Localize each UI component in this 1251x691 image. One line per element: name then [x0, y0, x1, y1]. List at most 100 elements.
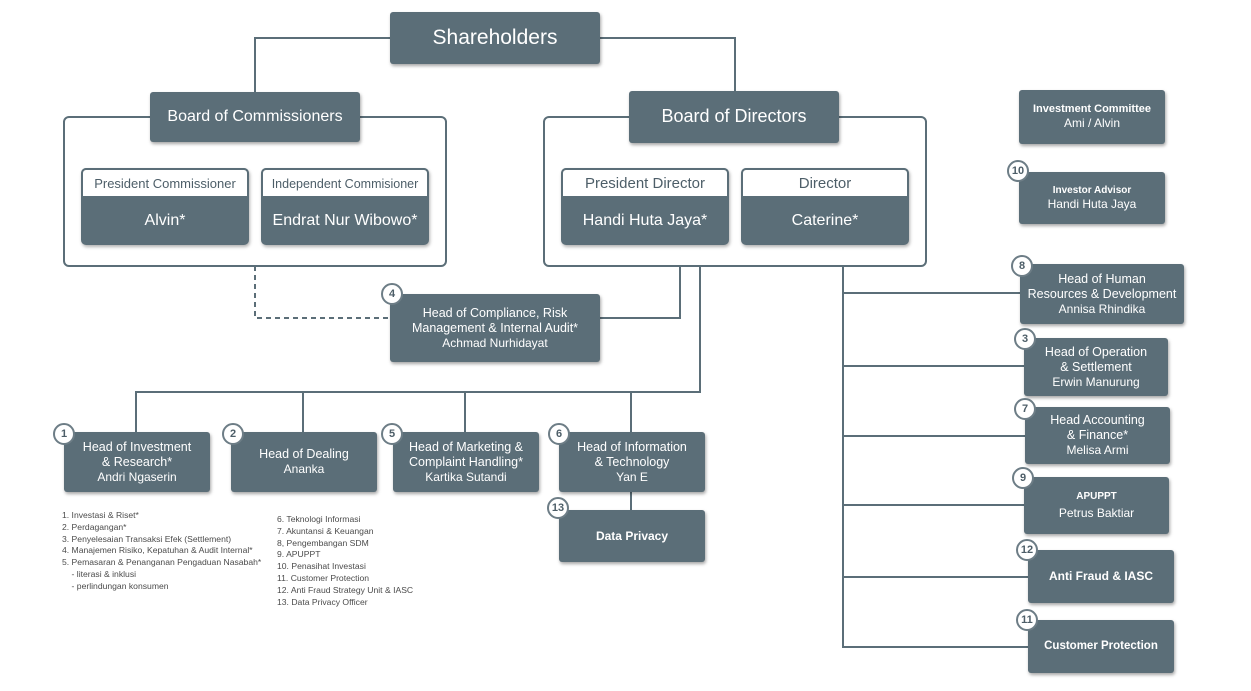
badge-9: 9 — [1012, 467, 1034, 489]
line-shareholders-commissioners — [254, 37, 390, 92]
legend-item: 8, Pengembangan SDM — [277, 537, 369, 548]
human-resources-box: Head of Human Resources & Development An… — [1020, 264, 1184, 324]
dealing-box: Head of Dealing Ananka — [231, 432, 377, 492]
legend-item: 2. Perdagangan* — [62, 521, 127, 532]
compliance-title-line1: Head of Compliance, Risk — [422, 305, 568, 320]
dealing-line1: Head of Dealing — [259, 447, 349, 462]
customer-protection-title: Customer Protection — [1044, 639, 1158, 652]
board-of-commissioners-label: Board of Commissioners — [167, 108, 343, 126]
legend-right: 6. Teknologi Informasi 7. Akuntansi & Ke… — [277, 514, 413, 608]
investment-research-line2: & Research* — [101, 454, 173, 469]
legend-item: 7. Akuntansi & Keuangan — [277, 525, 374, 536]
director-card: Director Caterine* — [741, 168, 909, 245]
investor-advisor-title: Investor Advisor — [1052, 184, 1132, 196]
operation-settlement-name: Erwin Manurung — [1052, 374, 1140, 389]
president-commissioner-card: President Commissioner Alvin* — [81, 168, 249, 245]
legend-item: 13. Data Privacy Officer — [277, 596, 368, 607]
badge-3: 3 — [1014, 328, 1036, 350]
independent-commissioner-role: Independent Commisioner — [261, 168, 429, 196]
marketing-name: Kartika Sutandi — [425, 469, 507, 484]
legend-item: 12. Anti Fraud Strategy Unit & IASC — [277, 584, 414, 595]
investment-committee-box: Investment Committee Ami / Alvin — [1019, 90, 1165, 144]
president-commissioner-role: President Commissioner — [81, 168, 249, 196]
president-director-role: President Director — [561, 168, 729, 196]
human-resources-line2: Resources & Development — [1027, 286, 1177, 301]
compliance-name: Achmad Nurhidayat — [442, 335, 548, 350]
badge-8: 8 — [1011, 255, 1033, 277]
apuppt-title: APUPPT — [1076, 490, 1117, 502]
president-commissioner-name: Alvin* — [144, 211, 186, 229]
investor-advisor-box: Investor Advisor Handi Huta Jaya — [1019, 172, 1165, 224]
anti-fraud-box: Anti Fraud & IASC — [1028, 550, 1174, 603]
operation-settlement-line1: Head of Operation — [1044, 344, 1148, 359]
legend-item: 6. Teknologi Informasi — [277, 514, 361, 524]
legend-item: 3. Penyelesaian Transaksi Efek (Settleme… — [62, 533, 232, 544]
independent-commissioner-card: Independent Commisioner Endrat Nur Wibow… — [261, 168, 429, 245]
badge-10: 10 — [1007, 160, 1029, 182]
badge-7: 7 — [1014, 398, 1036, 420]
operation-settlement-box: Head of Operation & Settlement Erwin Man… — [1024, 338, 1168, 396]
investment-committee-title: Investment Committee — [1033, 103, 1151, 116]
board-of-directors-label: Board of Directors — [661, 106, 807, 127]
customer-protection-box: Customer Protection — [1028, 620, 1174, 673]
human-resources-line1: Head of Human — [1058, 271, 1146, 286]
information-technology-box: Head of Information & Technology Yan E — [559, 432, 705, 492]
data-privacy-title: Data Privacy — [595, 528, 669, 543]
legend-item: 5. Pemasaran & Penanganan Pengaduan Nasa… — [62, 557, 262, 568]
legend-item: 4. Manajemen Risiko, Kepatuhan & Audit I… — [62, 545, 253, 556]
legend-left: 1. Investasi & Riset* 2. Perdagangan* 3.… — [62, 510, 261, 593]
accounting-finance-name: Melisa Armi — [1066, 443, 1129, 458]
badge-6: 6 — [548, 423, 570, 445]
president-director-name: Handi Huta Jaya* — [582, 211, 708, 229]
badge-13: 13 — [547, 497, 569, 519]
investment-research-name: Andri Ngaserin — [97, 469, 177, 484]
information-technology-line1: Head of Information — [577, 439, 687, 454]
badge-4: 4 — [381, 283, 403, 305]
badge-5: 5 — [381, 423, 403, 445]
investment-research-box: Head of Investment & Research* Andri Nga… — [64, 432, 210, 492]
accounting-finance-box: Head Accounting & Finance* Melisa Armi — [1025, 407, 1170, 464]
apuppt-box: APUPPT Petrus Baktiar — [1024, 477, 1169, 534]
line-directors-right-bus — [842, 266, 1028, 648]
anti-fraud-title: Anti Fraud & IASC — [1049, 569, 1153, 584]
compliance-box: Head of Compliance, Risk Management & In… — [390, 294, 600, 362]
legend-item: 11. Customer Protection — [277, 572, 370, 583]
accounting-finance-line1: Head Accounting — [1050, 413, 1145, 428]
independent-commissioner-name: Endrat Nur Wibowo* — [272, 211, 418, 229]
badge-2: 2 — [222, 423, 244, 445]
line-shareholders-directors — [600, 37, 736, 92]
legend-item: - perlindungan konsumen — [62, 580, 169, 591]
legend-item: 1. Investasi & Riset* — [62, 510, 139, 520]
shareholders-box: Shareholders — [390, 12, 600, 64]
line-directors-compliance — [600, 266, 681, 319]
director-name: Caterine* — [791, 211, 859, 229]
investment-committee-name: Ami / Alvin — [1063, 116, 1120, 131]
investment-research-line1: Head of Investment — [82, 439, 192, 454]
legend-item: 10. Penasihat Investasi — [277, 561, 366, 572]
board-of-directors-box: Board of Directors — [629, 91, 839, 143]
investor-advisor-name: Handi Huta Jaya — [1047, 196, 1137, 211]
legend-item: 9. APUPPT — [277, 549, 321, 560]
accounting-finance-line2: & Finance* — [1066, 428, 1129, 443]
compliance-title-line2: Management & Internal Audit* — [411, 320, 579, 335]
operation-settlement-line2: & Settlement — [1060, 359, 1132, 374]
badge-12: 12 — [1016, 539, 1038, 561]
apuppt-name: Petrus Baktiar — [1058, 505, 1135, 520]
dealing-name: Ananka — [283, 462, 325, 477]
information-technology-line2: & Technology — [594, 454, 670, 469]
director-role: Director — [741, 168, 909, 196]
marketing-line2: Complaint Handling* — [409, 454, 523, 469]
information-technology-name: Yan E — [616, 469, 648, 484]
legend-item: - literasi & inklusi — [62, 568, 137, 579]
data-privacy-box: Data Privacy — [559, 510, 705, 562]
president-director-card: President Director Handi Huta Jaya* — [561, 168, 729, 245]
line-directors-bottom-bus — [135, 266, 701, 432]
badge-11: 11 — [1016, 609, 1038, 631]
marketing-box: Head of Marketing & Complaint Handling* … — [393, 432, 539, 492]
shareholders-label: Shareholders — [432, 26, 558, 50]
human-resources-name: Annisa Rhindika — [1058, 301, 1146, 316]
line-commissioners-compliance-dashed — [254, 266, 390, 319]
marketing-line1: Head of Marketing & — [409, 439, 523, 454]
board-of-commissioners-box: Board of Commissioners — [150, 92, 360, 142]
